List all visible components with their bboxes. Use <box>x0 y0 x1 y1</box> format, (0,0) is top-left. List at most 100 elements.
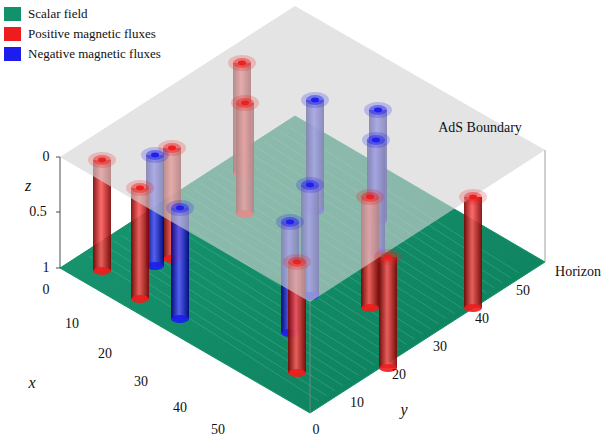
ring-outer <box>296 177 324 193</box>
tube-body <box>464 197 482 308</box>
tick-label: 0 <box>313 423 320 437</box>
flux-ring <box>283 254 311 270</box>
legend-row: Negative magnetic fluxes <box>4 44 161 64</box>
ring-middle <box>236 98 254 108</box>
tick-label: 0.5 <box>29 205 47 219</box>
ring-outer <box>231 95 259 111</box>
ring-middle <box>93 155 111 165</box>
tube-foot <box>131 295 149 303</box>
ring-core <box>238 61 246 66</box>
ring-core <box>384 255 392 260</box>
legend: Scalar fieldPositive magnetic fluxesNega… <box>4 4 161 64</box>
legend-swatch <box>4 7 21 21</box>
ring-outer <box>166 200 194 216</box>
ring-core <box>151 153 159 158</box>
flux-ring <box>364 102 392 118</box>
ring-outer <box>364 102 392 118</box>
ring-core <box>286 220 294 225</box>
boundary-label: AdS Boundary <box>438 121 522 135</box>
ring-core <box>374 108 382 113</box>
flux-ring <box>301 92 329 108</box>
axis-title: x <box>28 375 35 391</box>
ring-core <box>168 146 176 151</box>
tick-mark <box>56 212 60 213</box>
flux-ring <box>88 152 116 168</box>
ring-middle <box>171 203 189 213</box>
flux-ring <box>231 95 259 111</box>
flux-ring <box>374 249 402 265</box>
ring-middle <box>146 150 164 160</box>
tick-label: 50 <box>516 284 530 298</box>
tick-label: 10 <box>350 396 364 410</box>
ring-outer <box>283 254 311 270</box>
z-axis-line <box>60 157 61 268</box>
ring-middle <box>379 252 397 262</box>
tick-label: 0 <box>43 150 50 164</box>
tube-foot <box>464 304 482 312</box>
flux-ring <box>362 132 390 148</box>
horizon-label: Horizon <box>555 265 601 279</box>
flux-ring <box>228 55 256 71</box>
ring-middle <box>369 105 387 115</box>
legend-text: Scalar field <box>28 6 88 22</box>
ring-outer <box>362 132 390 148</box>
ring-outer <box>88 152 116 168</box>
tick-mark <box>56 157 60 158</box>
tick-mark <box>56 268 60 269</box>
tick-label: 20 <box>392 368 406 382</box>
tick-label: 1 <box>43 261 50 275</box>
positive-flux-tube <box>379 257 397 372</box>
flux-ring <box>166 200 194 216</box>
ring-middle <box>288 257 306 267</box>
ring-core <box>98 158 106 163</box>
axis-title: y <box>400 402 407 418</box>
ring-outer <box>459 189 487 205</box>
axis-title: z <box>25 178 31 194</box>
tick-label: 30 <box>433 340 447 354</box>
legend-swatch <box>4 47 21 61</box>
box-edge <box>310 302 311 413</box>
tick-label: 40 <box>173 401 187 415</box>
ring-outer <box>126 180 154 196</box>
ring-middle <box>306 95 324 105</box>
ring-core <box>241 101 249 106</box>
tube-body <box>379 257 397 368</box>
flux-ring <box>126 180 154 196</box>
legend-text: Negative magnetic fluxes <box>28 46 161 62</box>
ring-outer <box>301 92 329 108</box>
flux-ring <box>459 189 487 205</box>
tube-foot <box>93 267 111 275</box>
tick-label: 40 <box>475 312 489 326</box>
ring-outer <box>141 147 169 163</box>
ring-core <box>469 195 477 200</box>
ring-core <box>306 183 314 188</box>
tick-label: 10 <box>65 317 79 331</box>
ring-core <box>311 98 319 103</box>
ring-core <box>176 206 184 211</box>
legend-row: Scalar field <box>4 4 161 24</box>
ring-outer <box>276 214 304 230</box>
tube-foot <box>171 315 189 323</box>
positive-flux-tube <box>464 197 482 312</box>
flux-ring <box>141 147 169 163</box>
ring-core <box>293 260 301 265</box>
ring-middle <box>464 192 482 202</box>
tube-foot <box>361 304 379 312</box>
legend-row: Positive magnetic fluxes <box>4 24 161 44</box>
legend-text: Positive magnetic fluxes <box>28 26 156 42</box>
ring-outer <box>228 55 256 71</box>
ring-outer <box>356 189 384 205</box>
ring-middle <box>361 192 379 202</box>
ring-middle <box>301 180 319 190</box>
ring-core <box>366 195 374 200</box>
ring-middle <box>233 58 251 68</box>
flux-ring <box>356 189 384 205</box>
ring-middle <box>281 217 299 227</box>
ring-middle <box>131 183 149 193</box>
ring-core <box>136 186 144 191</box>
legend-swatch <box>4 27 21 41</box>
tick-label: 20 <box>98 347 112 361</box>
tick-label: 30 <box>134 375 148 389</box>
